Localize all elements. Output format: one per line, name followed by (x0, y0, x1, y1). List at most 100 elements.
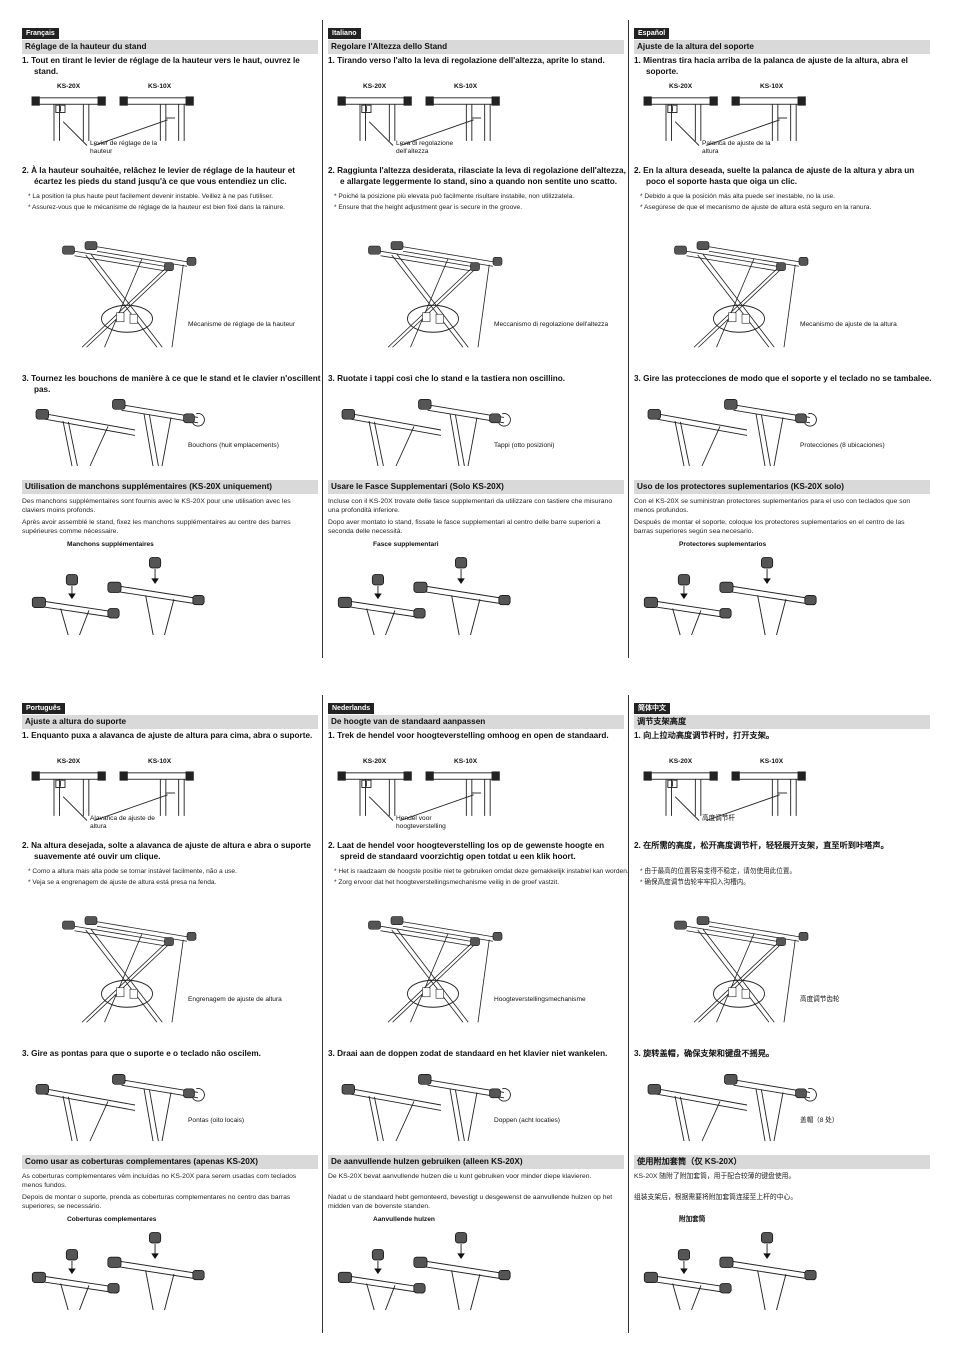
sleeves-label: Protectores suplementarios (679, 541, 767, 548)
stand-figure (664, 220, 814, 370)
language-section-es: Español Ajuste de la altura del soporte … (634, 22, 932, 652)
step-3: 3. Gire as pontas para que o suporte e o… (22, 1049, 261, 1058)
mechanism-label: Hoogteverstellingsmechanisme (494, 996, 586, 1003)
language-section-it: Italiano Regolare l'Altezza dello Stand … (328, 22, 626, 652)
column-divider (322, 695, 323, 1333)
mechanism-label: Mécanisme de réglage de la hauteur (188, 321, 296, 328)
section-heading: Regolare l'Altezza dello Stand (328, 40, 624, 54)
step-3: 3. Tournez les bouchons de manière à ce … (22, 374, 321, 394)
caps-label: Tappi (otto posizioni) (494, 442, 555, 449)
model-label-ks10x: KS-10X (148, 758, 172, 765)
sleeves-figure (337, 1225, 518, 1315)
stand-figure (52, 895, 202, 1045)
lever-figure (31, 90, 197, 151)
section-heading: Réglage de la hauteur du stand (22, 40, 318, 54)
mechanism-label: Meccanismo di regolazione dell'altezza (494, 321, 609, 328)
section-heading-2: 使用附加套筒（仅 KS-20X） (634, 1155, 930, 1169)
step-2: 2. Na altura desejada, solte a alavanca … (22, 841, 311, 861)
model-label-ks10x: KS-10X (454, 83, 478, 90)
mechanism-label: Mecanismo de ajuste de la altura (800, 321, 897, 328)
note-1: * La position la plus haute peut facilem… (28, 193, 274, 200)
language-section-fr: Français Réglage de la hauteur du stand … (22, 22, 320, 652)
paragraph-2: Nadat u de standaard hebt gemonteerd, be… (328, 1194, 613, 1210)
language-tag: Français (22, 28, 59, 39)
step-1: 1. 向上拉动高度调节杆时，打开支架。 (634, 731, 775, 740)
caps-label: Protecciones (8 ubicaciones) (800, 442, 885, 449)
step-1: 1. Mientras tira hacia arriba de la pala… (634, 56, 908, 76)
stand-figure (358, 895, 508, 1045)
lever-label: Palanca de ajuste de la altura (702, 140, 771, 155)
language-section-pt: Português Ajuste a altura do suporte 1. … (22, 697, 318, 1327)
lever-label: 高度调节杆 (702, 815, 735, 822)
paragraph-1: As coberturas complementares vêm incluíd… (22, 1173, 297, 1189)
lever-label: Alavanca de ajuste de altura (90, 815, 155, 830)
sleeves-label: Coberturas complementares (67, 1216, 157, 1223)
caps-label: Pontas (oito locais) (188, 1117, 245, 1124)
paragraph-1: De KS-20X bevat aanvullende hulzen die u… (328, 1173, 592, 1180)
paragraph-2: 组装支架后，根据需要将附加套筒连接至上杆的中心。 (634, 1194, 798, 1201)
sleeves-figure (643, 550, 824, 640)
sleeves-label: 附加套筒 (679, 1216, 706, 1223)
note-2: * 确保高度调节齿轮牢牢扣入沟槽内。 (640, 879, 750, 886)
language-section-zh: 简体中文 调节支架高度 1. 向上拉动高度调节杆时，打开支架。 KS-20X K… (634, 697, 930, 1327)
paragraph-1: Des manchons supplémentaires sont fourni… (22, 498, 291, 514)
model-label-ks10x: KS-10X (760, 758, 784, 765)
model-label-ks20x: KS-20X (57, 83, 81, 90)
step-2: 2. 在所需的高度，松开高度调节杆，轻轻展开支架，直至听到咔嗒声。 (634, 841, 889, 850)
paragraph-1: Con el KS-20X se suministran protectores… (634, 498, 911, 514)
stand-figure (358, 220, 508, 370)
note-2: * Asegúrese de que el mecanismo de ajust… (640, 204, 872, 211)
note-1: * 由于最高的位置容易变得不稳定，请勿使用此位置。 (640, 868, 797, 875)
column-divider (628, 20, 629, 658)
stand-figure (664, 895, 814, 1045)
language-tag: Português (22, 703, 65, 714)
model-label-ks20x: KS-20X (669, 83, 693, 90)
sleeves-figure (31, 550, 212, 640)
step-1: 1. Trek de hendel voor hoogteverstelling… (328, 731, 609, 740)
paragraph-2: Après avoir assemblé le stand, fixez les… (22, 519, 291, 535)
mechanism-label: 高度调节齿轮 (800, 996, 840, 1003)
note-1: * Como a altura mais alta pode se tornar… (28, 868, 237, 875)
paragraph-2: Después de montar el soporte, coloque lo… (634, 519, 905, 535)
lever-label: Hendel voor hoogteverstelling (396, 815, 446, 830)
caps-label: Doppen (acht locaties) (494, 1117, 560, 1124)
caps-figure (646, 1069, 821, 1146)
step-1: 1. Tirando verso l'alto la leva di regol… (328, 56, 605, 65)
language-section-nl: Nederlands De hoogte van de standaard aa… (328, 697, 629, 1327)
column-divider (628, 695, 629, 1333)
paragraph-1: Incluse con il KS-20X trovate delle fasc… (328, 498, 613, 514)
step-1: 1. Enquanto puxa a alavanca de ajuste de… (22, 731, 313, 740)
step-2: 2. En la altura deseada, suelte la palan… (634, 166, 915, 186)
lever-figure (337, 90, 503, 151)
language-tag: 简体中文 (634, 703, 670, 714)
language-tag: Español (634, 28, 670, 39)
section-heading-2: Usare le Fasce Supplementari (Solo KS-20… (328, 480, 624, 494)
step-1: 1. Tout en tirant le levier de réglage d… (22, 56, 300, 76)
lever-figure (643, 765, 809, 826)
step-2: 2. Laat de hendel voor hoogteverstelling… (328, 841, 605, 861)
lever-label: Leva di regolazione dell'altezza (396, 140, 454, 155)
step-2: 2. Raggiunta l'altezza desiderata, rilas… (328, 166, 626, 186)
step-3: 3. Gire las protecciones de modo que el … (634, 374, 932, 383)
paragraph-2: Depois de montar o suporte, prenda as co… (22, 1194, 291, 1210)
sleeves-figure (31, 1225, 212, 1315)
note-2: * Veja se a engrenagem de ajuste de altu… (28, 879, 217, 886)
caps-label: 盖帽（8 处） (800, 1117, 839, 1124)
mechanism-label: Engrenagem de ajuste de altura (188, 996, 282, 1003)
lever-figure (31, 765, 197, 826)
model-label-ks10x: KS-10X (454, 758, 478, 765)
caps-label: Bouchons (huit emplacements) (188, 442, 279, 449)
model-label-ks20x: KS-20X (669, 758, 693, 765)
caps-figure (646, 394, 821, 471)
note-2: * Zorg ervoor dat het hoogteverstellings… (334, 879, 560, 886)
model-label-ks20x: KS-20X (363, 83, 387, 90)
section-heading-2: Como usar as coberturas complementares (… (22, 1155, 318, 1169)
section-heading-2: De aanvullende hulzen gebruiken (alleen … (328, 1155, 624, 1169)
step-3: 3. 旋转盖帽，确保支架和键盘不摇晃。 (634, 1049, 775, 1058)
language-tag: Italiano (328, 28, 361, 39)
caps-figure (34, 1069, 209, 1146)
section-heading: Ajuste a altura do suporte (22, 715, 318, 729)
sleeves-label: Aanvullende hulzen (373, 1216, 435, 1223)
sleeves-label: Fasce supplementari (373, 541, 439, 548)
lever-label: Levier de réglage de la hauteur (90, 140, 158, 155)
